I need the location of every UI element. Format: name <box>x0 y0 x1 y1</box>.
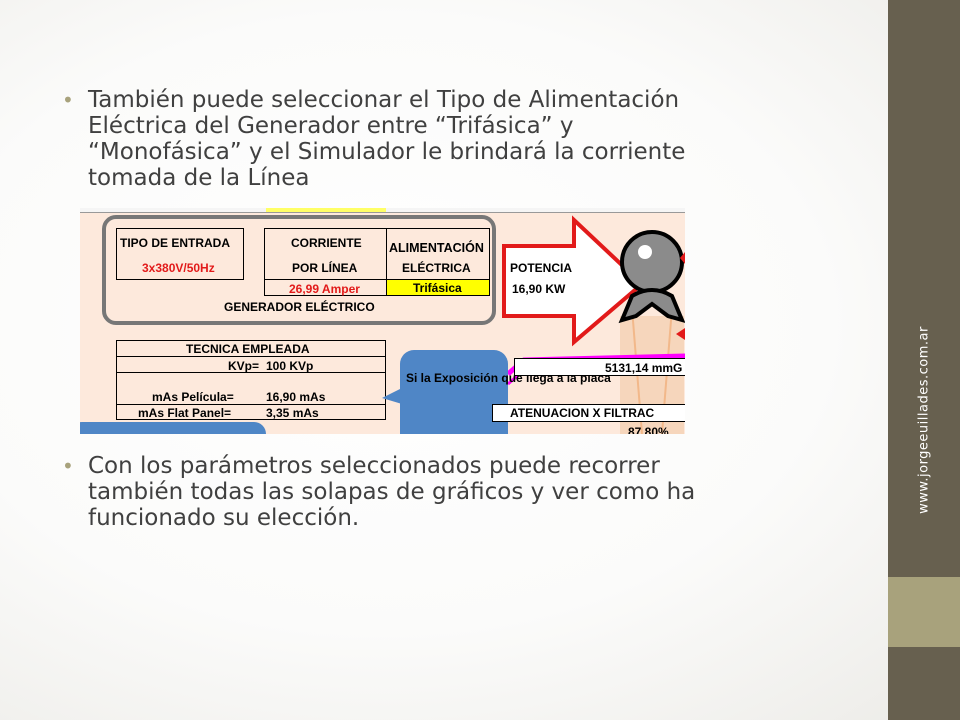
corriente-alimentacion-box <box>264 228 490 296</box>
table-row-divider <box>116 404 386 405</box>
row-divider <box>264 279 490 280</box>
corriente-label: CORRIENTE <box>291 236 362 250</box>
exposure-value: 5131,14 mmG <box>605 361 683 375</box>
person-body-icon <box>618 288 685 324</box>
red-marker-top <box>680 252 685 264</box>
alimentacion-value[interactable]: Trifásica <box>413 281 462 295</box>
bullet-list-top: • También puede seleccionar el Tipo de A… <box>62 87 702 191</box>
sidebar-accent-block <box>888 577 960 647</box>
person-head-highlight <box>638 245 652 259</box>
atenuacion-label: ATENUACION X FILTRAC <box>510 406 655 420</box>
generador-label: GENERADOR ELÉCTRICO <box>224 300 375 314</box>
generator-group-frame <box>102 215 496 325</box>
tipo-entrada-box <box>116 228 244 280</box>
exposure-cell <box>514 358 685 376</box>
bullet-marker: • <box>62 454 74 478</box>
tipo-entrada-label: TIPO DE ENTRADA <box>120 236 231 250</box>
bullet-marker: • <box>62 88 74 112</box>
mas-flat-label: mAs Flat Panel= <box>138 406 232 420</box>
kvp-label: KVp= <box>228 359 260 373</box>
bullet-item: • Con los parámetros seleccionados puede… <box>62 453 702 531</box>
bullet-text: También puede seleccionar el Tipo de Ali… <box>88 87 686 191</box>
potencia-value: 16,90 KW <box>512 282 566 296</box>
mas-pelicula-label: mAs Película= <box>152 390 234 404</box>
column-divider <box>386 228 387 296</box>
alimentacion-selector-cell[interactable] <box>386 279 490 296</box>
callout-text: Si la Exposición que llega a la placa <box>406 371 611 385</box>
kvp-value: 100 KVp <box>266 359 314 373</box>
bullet-text: Con los parámetros seleccionados puede r… <box>88 453 696 531</box>
mas-flat-value: 3,35 mAs <box>266 406 319 420</box>
website-url: www.jorgeeuillades.com.ar <box>916 326 932 514</box>
bottom-callout-shape <box>80 422 266 434</box>
tecnica-empleada-table <box>116 340 386 420</box>
tecnica-header: TECNICA EMPLEADA <box>186 342 310 356</box>
simulator-spreadsheet-screenshot: TIPO DE ENTRADA 3x380V/50Hz CORRIENTE PO… <box>80 208 685 434</box>
spreadsheet-top-strip <box>80 208 685 213</box>
bullet-list-bottom: • Con los parámetros seleccionados puede… <box>62 453 702 531</box>
por-linea-label: POR LÍNEA <box>292 261 358 275</box>
callout-pointer <box>382 388 402 404</box>
electrica-label: ELÉCTRICA <box>402 261 471 275</box>
power-arrow-shape <box>502 215 645 347</box>
yellow-header-cell <box>266 208 386 212</box>
tipo-entrada-value: 3x380V/50Hz <box>142 261 215 275</box>
potencia-label: POTENCIA <box>510 261 573 275</box>
callout-bubble <box>400 350 508 434</box>
atenuacion-value: 87,80% <box>628 425 669 434</box>
red-marker-bottom <box>676 328 685 340</box>
alimentacion-label: ALIMENTACIÓN <box>389 241 484 255</box>
corriente-value: 26,99 Amper <box>289 282 360 296</box>
mas-pelicula-value: 16,90 mAs <box>266 390 326 404</box>
bullet-item: • También puede seleccionar el Tipo de A… <box>62 87 702 191</box>
table-row-divider <box>116 372 386 373</box>
table-row-divider <box>116 356 386 357</box>
atenuacion-cell <box>492 404 685 422</box>
